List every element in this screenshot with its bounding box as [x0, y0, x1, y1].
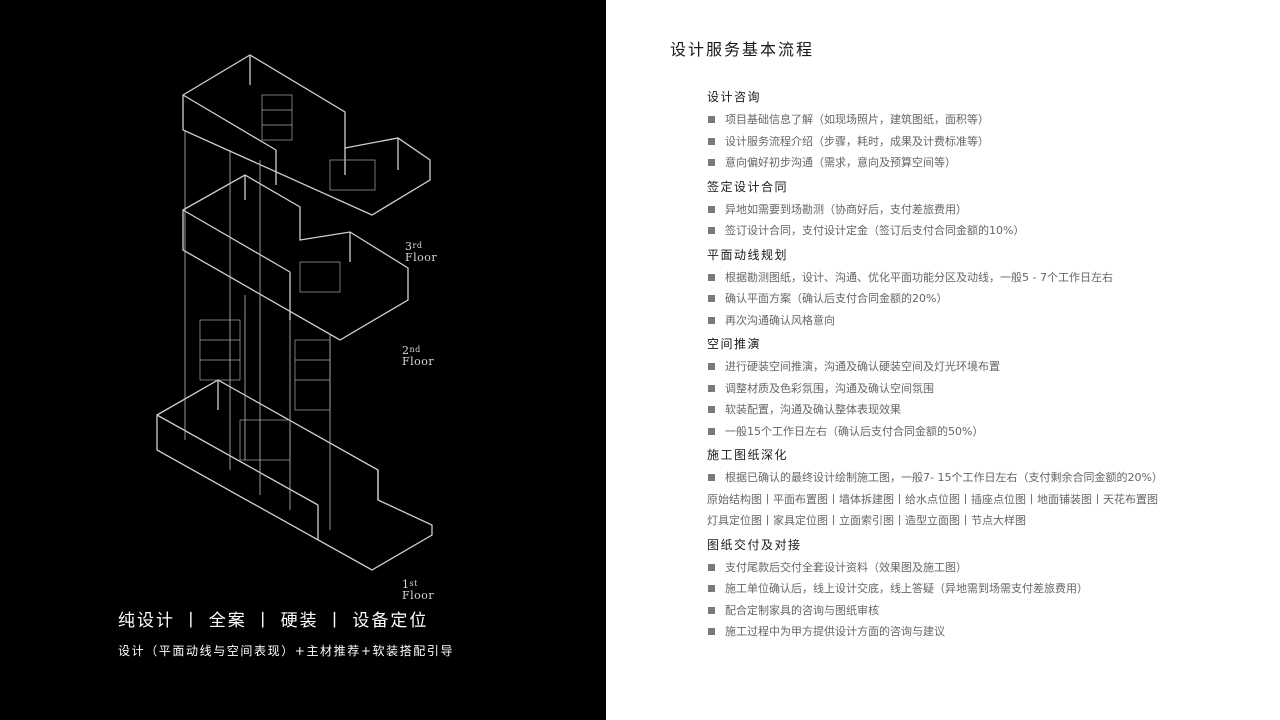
list-item: 施工单位确认后，线上设计交底，线上答疑（异地需到场需支付差旅费用） — [707, 578, 1267, 600]
process-section: 空间推演进行硬装空间推演，沟通及确认硬装空间及灯光环境布置调整材质及色彩氛围，沟… — [707, 335, 1267, 442]
square-bullet-icon — [708, 205, 715, 213]
section-title: 签定设计合同 — [707, 179, 789, 194]
list-item-text: 项目基础信息了解（如现场照片，建筑图纸，面积等） — [725, 113, 989, 126]
square-bullet-icon — [708, 137, 715, 145]
square-bullet-icon — [708, 406, 715, 413]
floor-word: Floor — [402, 355, 435, 368]
list-item: 软装配置，沟通及确认整体表现效果 — [707, 399, 1267, 421]
list-item: 施工过程中为甲方提供设计方面的咨询与建议 — [707, 621, 1267, 643]
drawing-list-line: 灯具定位图丨家具定位图丨立面索引图丨造型立面图丨节点大样图 — [707, 514, 1026, 527]
list-item-text: 再次沟通确认风格意向 — [725, 313, 835, 327]
floor-suffix: st — [409, 579, 418, 588]
list-item: 一般15个工作日左右（确认后支付合同金额的50%） — [707, 421, 1267, 443]
list-item-text: 配合定制家具的咨询与图纸审核 — [725, 603, 879, 617]
process-section: 签定设计合同异地如需要到场勘测（协商好后，支付差旅费用） 签订设计合同，支付设计定… — [707, 178, 1267, 242]
floor-word: Floor — [405, 251, 438, 264]
floor-suffix: rd — [412, 241, 423, 250]
square-bullet-icon — [708, 116, 715, 123]
page-title: 设计服务基本流程 — [670, 40, 815, 59]
square-bullet-icon — [708, 273, 715, 281]
service-subline: 设计（平面动线与空间表现）+主材推荐+软装搭配引导 — [118, 644, 455, 658]
list-item-text: 软装配置，沟通及确认整体表现效果 — [725, 403, 901, 416]
square-bullet-icon — [708, 159, 715, 166]
list-item: 进行硬装空间推演，沟通及确认硬装空间及灯光环境布置 — [707, 356, 1267, 378]
floor-word: Floor — [402, 589, 435, 602]
process-section: 设计咨询项目基础信息了解（如现场照片，建筑图纸，面积等） 设计服务流程介绍（步骤，… — [707, 88, 1267, 174]
process-panel: 设计服务基本流程 设计咨询项目基础信息了解（如现场照片，建筑图纸，面积等） 设计服… — [606, 0, 1280, 720]
list-item: 意向偏好初步沟通（需求，意向及预算空间等） — [707, 152, 1267, 174]
list-item-text: 支付尾款后交付全套设计资料（效果图及施工图） — [725, 560, 967, 574]
list-item: 项目基础信息了解（如现场照片，建筑图纸，面积等） — [707, 109, 1267, 131]
square-bullet-icon — [708, 427, 715, 435]
list-item-text: 调整材质及色彩氛围，沟通及确认空间氛围 — [725, 381, 934, 395]
list-item-text: 意向偏好初步沟通（需求，意向及预算空间等） — [725, 156, 956, 169]
list-item-text: 进行硬装空间推演，沟通及确认硬装空间及灯光环境布置 — [725, 360, 1000, 373]
floor-number: 3 — [405, 240, 413, 253]
list-item: 调整材质及色彩氛围，沟通及确认空间氛围 — [707, 378, 1267, 400]
section-title: 施工图纸深化 — [707, 448, 789, 462]
list-item: 设计服务流程介绍（步骤，耗时，成果及计费标准等） — [707, 131, 1267, 153]
process-section: 图纸交付及对接支付尾款后交付全套设计资料（效果图及施工图） 施工单位确认后，线上设… — [707, 536, 1267, 643]
square-bullet-icon — [708, 316, 715, 324]
square-bullet-icon — [708, 474, 715, 481]
list-item: 签订设计合同，支付设计定金（签订后支付合同金额的10%） — [707, 220, 1267, 242]
axonometric-floor-drawing — [156, 54, 433, 571]
list-item-text: 一般15个工作日左右（确认后支付合同金额的50%） — [725, 424, 984, 438]
square-bullet-icon — [708, 563, 715, 571]
list-item: 异地如需要到场勘测（协商好后，支付差旅费用） — [707, 199, 1267, 221]
section-title: 平面动线规划 — [707, 247, 789, 262]
list-item: 根据已确认的最终设计绘制施工图，一般7- 15个工作日左右（支付剩余合同金额的2… — [707, 467, 1267, 489]
process-section: 平面动线规划根据勘测图纸，设计、沟通、优化平面功能分区及动线，一般5 - 7个工… — [707, 246, 1267, 332]
list-item-text: 根据勘测图纸，设计、沟通、优化平面功能分区及动线，一般5 - 7个工作日左右 — [725, 270, 1113, 284]
square-bullet-icon — [708, 227, 715, 234]
floor-label-1: 1st Floor — [402, 578, 434, 601]
list-item-text: 施工单位确认后，线上设计交底，线上答疑（异地需到场需支付差旅费用） — [725, 582, 1088, 595]
list-item: 配合定制家具的咨询与图纸审核 — [707, 600, 1267, 622]
list-item-text: 设计服务流程介绍（步骤，耗时，成果及计费标准等） — [725, 134, 989, 148]
square-bullet-icon — [708, 363, 715, 370]
list-item: 再次沟通确认风格意向 — [707, 310, 1267, 332]
section-title: 图纸交付及对接 — [707, 537, 802, 552]
list-item: 根据勘测图纸，设计、沟通、优化平面功能分区及动线，一般5 - 7个工作日左右 — [707, 267, 1267, 289]
service-tagline: 纯设计 丨 全案 丨 硬装 丨 设备定位 — [118, 611, 429, 631]
left-image-panel: 3rd Floor 2nd Floor 1st Floor 纯设计 丨 全案 丨… — [0, 0, 606, 720]
floor-label-3: 3rd Floor — [405, 240, 437, 263]
list-item-text: 施工过程中为甲方提供设计方面的咨询与建议 — [725, 625, 945, 638]
floor-label-2: 2nd Floor — [402, 344, 434, 367]
list-item-text: 签订设计合同，支付设计定金（签订后支付合同金额的10%） — [725, 224, 1025, 237]
floor-number: 1 — [402, 578, 410, 591]
list-item-text: 异地如需要到场勘测（协商好后，支付差旅费用） — [725, 202, 967, 216]
square-bullet-icon — [708, 606, 715, 614]
square-bullet-icon — [708, 384, 715, 392]
drawing-list-line: 原始结构图丨平面布置图丨墙体拆建图丨给水点位图丨插座点位图丨地面铺装图丨天花布置… — [707, 492, 1158, 506]
list-item: 支付尾款后交付全套设计资料（效果图及施工图） — [707, 557, 1267, 579]
section-title: 设计咨询 — [707, 90, 762, 104]
list-item: 确认平面方案（确认后支付合同金额的20%） — [707, 288, 1267, 310]
section-title: 空间推演 — [707, 337, 762, 351]
process-section: 施工图纸深化根据已确认的最终设计绘制施工图，一般7- 15个工作日左右（支付剩余… — [707, 446, 1267, 532]
floor-suffix: nd — [409, 345, 421, 354]
process-section-list: 设计咨询项目基础信息了解（如现场照片，建筑图纸，面积等） 设计服务流程介绍（步骤，… — [707, 84, 1267, 643]
square-bullet-icon — [708, 295, 715, 302]
square-bullet-icon — [708, 628, 715, 635]
square-bullet-icon — [708, 585, 715, 592]
list-item-text: 根据已确认的最终设计绘制施工图，一般7- 15个工作日左右（支付剩余合同金额的2… — [725, 471, 1163, 484]
list-item-text: 确认平面方案（确认后支付合同金额的20%） — [725, 292, 948, 305]
floor-number: 2 — [402, 344, 410, 357]
